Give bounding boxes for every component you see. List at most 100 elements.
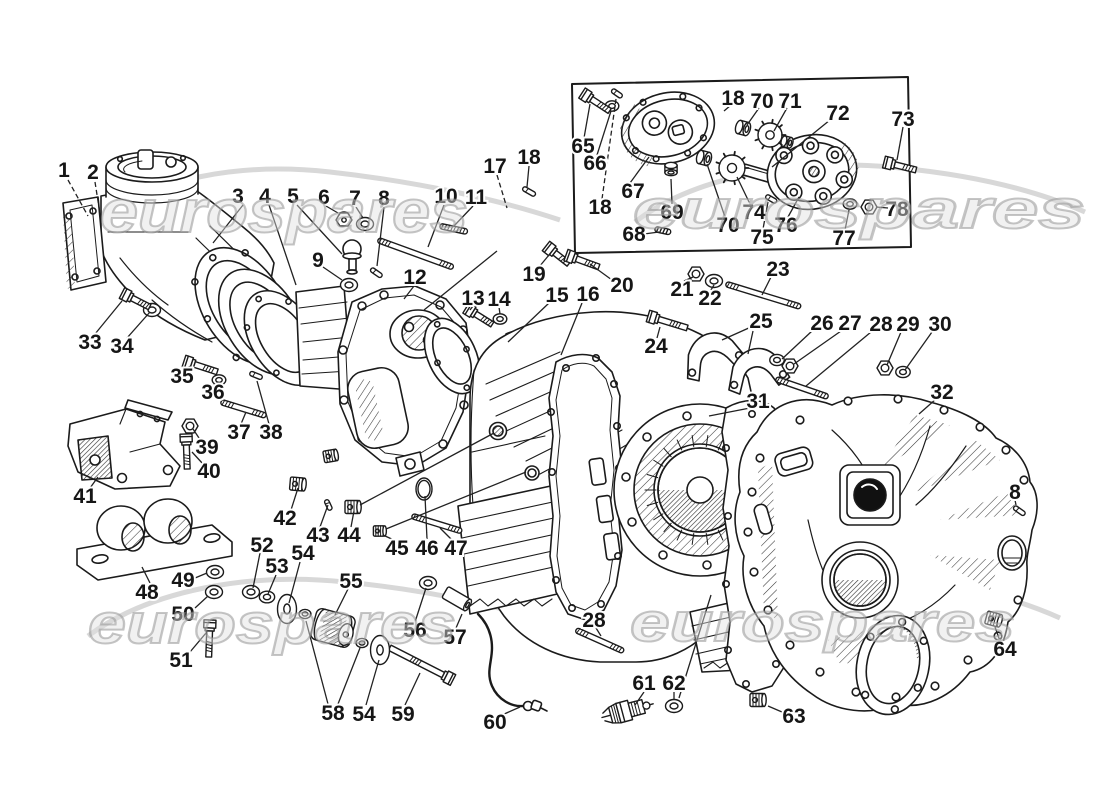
hardware-washer <box>704 273 724 289</box>
leader-line <box>634 691 645 706</box>
part-label-61: 61 <box>632 672 656 695</box>
leader-line <box>141 566 151 584</box>
hardware-plug <box>344 499 362 515</box>
leader-line <box>194 572 208 579</box>
hardware-plug <box>749 692 767 708</box>
leader-line <box>256 380 270 425</box>
leader-line <box>319 504 329 528</box>
leader-line <box>538 254 550 268</box>
hardware-bolt <box>578 87 612 115</box>
part-label-12: 12 <box>403 266 426 289</box>
part-label-4: 4 <box>259 185 271 208</box>
leader-line <box>589 263 613 281</box>
part-label-18: 18 <box>517 146 541 169</box>
leader-line <box>904 331 933 371</box>
hardware-washer <box>258 590 276 604</box>
casing-gasket-plate <box>546 353 623 621</box>
part-label-77: 77 <box>832 227 855 250</box>
leader-line <box>918 398 937 415</box>
leader-line <box>194 595 209 609</box>
hardware-cylb <box>734 119 752 137</box>
part-label-72: 72 <box>826 102 849 125</box>
part-label-6: 6 <box>318 186 330 209</box>
part-label-68: 68 <box>622 223 646 246</box>
part-label-71: 71 <box>778 90 802 113</box>
part-label-75: 75 <box>750 226 774 249</box>
breather-fitting <box>342 239 362 275</box>
hardware-washer <box>205 564 225 580</box>
leader-line <box>385 471 527 530</box>
hardware-nut <box>181 418 199 434</box>
part-label-49: 49 <box>171 569 194 592</box>
part-label-8b: 8 <box>1009 481 1021 504</box>
part-label-25: 25 <box>749 310 773 333</box>
part-label-24: 24 <box>644 335 668 358</box>
hardware-layer <box>118 87 1026 724</box>
leader-line <box>94 300 123 335</box>
part-label-21: 21 <box>670 278 694 301</box>
part-label-57: 57 <box>443 626 466 649</box>
leader-line <box>439 527 454 542</box>
part-label-20: 20 <box>610 274 633 297</box>
hardware-bolt <box>881 155 918 174</box>
part-label-10: 10 <box>434 185 457 208</box>
intermediate-housing <box>337 285 481 477</box>
hardware-bolt <box>541 240 572 267</box>
part-label-78: 78 <box>885 198 909 221</box>
oil-pump-body <box>620 91 716 167</box>
end-cover-plate <box>62 196 107 291</box>
leader-line <box>213 381 220 386</box>
leader-line <box>787 196 800 218</box>
hardware-washer <box>418 575 438 591</box>
leader-line <box>67 179 89 217</box>
mounting-bracket <box>67 399 181 490</box>
hardware-stud <box>411 513 463 534</box>
part-label-36: 36 <box>201 381 224 404</box>
hardware-pin <box>1012 505 1026 517</box>
leader-line <box>192 428 202 442</box>
hardware-bolt <box>118 286 152 311</box>
leader-line <box>678 594 712 699</box>
leader-line <box>643 231 660 235</box>
watermark-text: eurospares <box>630 591 1015 653</box>
hardware-pin <box>249 370 263 381</box>
part-label-5: 5 <box>287 185 299 208</box>
leader-line <box>252 552 261 589</box>
part-label-1: 1 <box>58 159 70 182</box>
part-label-65: 65 <box>571 135 595 158</box>
part-label-59: 59 <box>391 703 414 726</box>
leader-line <box>403 285 415 300</box>
leader-line <box>723 104 732 112</box>
leader-line <box>240 411 247 425</box>
part-label-70a: 70 <box>750 90 773 113</box>
leader-line <box>886 331 902 366</box>
hardware-nut <box>781 358 799 374</box>
part-label-27: 27 <box>838 312 861 335</box>
hardware-pin <box>521 186 537 197</box>
bell-housing-casing <box>734 394 1038 716</box>
leader-line <box>601 98 617 200</box>
leader-line <box>498 306 501 315</box>
part-label-34: 34 <box>110 335 134 358</box>
leader-line <box>322 266 343 281</box>
part-label-43: 43 <box>306 524 329 547</box>
leader-line <box>736 176 751 205</box>
part-label-42: 42 <box>273 507 296 530</box>
leader-line <box>337 647 361 705</box>
leader-line <box>805 331 872 387</box>
part-label-60: 60 <box>483 711 506 734</box>
leader-line <box>334 588 349 616</box>
part-label-7: 7 <box>349 187 361 210</box>
leader-line <box>365 659 380 706</box>
leader-line <box>359 432 495 506</box>
part-label-28: 28 <box>869 313 893 336</box>
part-label-18c: 18 <box>588 196 612 219</box>
leader-line <box>596 110 612 156</box>
part-label-39: 39 <box>195 436 218 459</box>
part-label-19: 19 <box>522 263 545 286</box>
part-label-15: 15 <box>545 284 569 307</box>
hardware-washer <box>241 584 261 600</box>
